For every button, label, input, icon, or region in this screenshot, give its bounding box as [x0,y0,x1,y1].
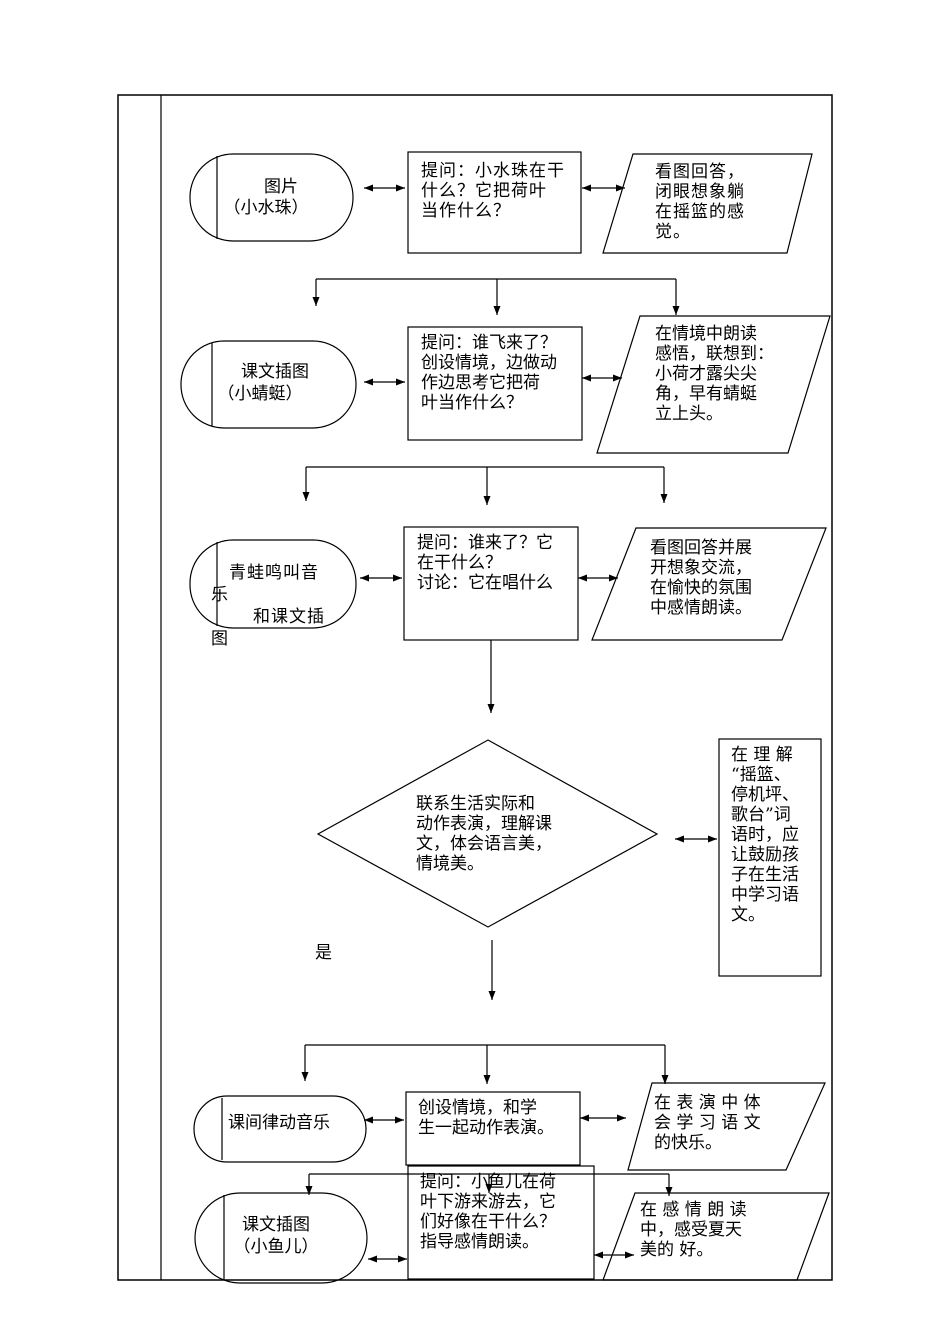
process-box-1 [407,151,582,254]
terminal-2-title: 课文插图 [241,362,309,382]
terminal-3-line1: 青蛙鸣叫音 [229,563,319,583]
table-frame [117,94,833,1281]
decision-text: 联系生活实际和 动作表演，理解课 文，体会语言美， 情境美。 [416,794,552,874]
io-box-2 [596,315,831,454]
decision-diamond [316,739,659,928]
io-1-text: 看图回答， 闭眼想象躺 在摇篮的感 觉。 [655,162,745,242]
process-1-text: 提问：小水珠在干 什么？它把荷叶 当作什么？ [421,161,565,221]
terminal-break-music [193,1095,367,1163]
terminal-5-title: 课文插图 [242,1215,310,1235]
io-box-1 [602,153,813,254]
io-3-text: 看图回答并展 开想象交流， 在愉快的氛围 中感情朗读。 [650,538,752,618]
process-box-5 [407,1165,595,1280]
terminal-illustration-dragonfly [180,340,357,429]
process-5-text: 提问：小鱼儿在荷 叶下游来游去，它 们好像在干什么？ 指导感情朗读。 [420,1172,556,1252]
io-2-text: 在情境中朗读 感悟，联想到： 小荷才露尖尖 角，早有蜻蜓 立上头。 [655,324,774,424]
io-box-5 [602,1192,830,1281]
decision-yes-label: 是 [315,943,332,963]
note-text: 在 理 解 “摇篮、 停机坪、 歌台”词 语时，应 让鼓励孩 子在生活 中学习语… [731,745,799,925]
terminal-frog-music [189,539,357,629]
terminal-3-line4: 图 [211,629,228,649]
process-box-2 [407,326,583,441]
terminal-5-subtitle: （小鱼儿） [233,1237,319,1257]
note-box [718,738,822,977]
process-3-text: 提问：谁来了？它 在干什么？ 讨论：它在唱什么 [417,533,553,593]
process-box-4 [405,1091,581,1166]
process-4-text: 创设情境，和学 生一起动作表演。 [418,1098,554,1138]
terminal-2-subtitle: （小蜻蜓） [217,384,303,404]
terminal-3-line2: 乐 [211,585,228,605]
terminal-picture-waterdrop [189,153,354,242]
terminal-3-line3: 和课文插 [253,607,325,627]
terminal-4-text: 课间律动音乐 [228,1113,330,1133]
terminal-illustration-fish [194,1192,368,1284]
io-box-3 [591,527,827,641]
io-box-4 [627,1082,826,1171]
io-5-text: 在 感 情 朗 读 中，感受夏天 美的 好。 [640,1200,747,1260]
process-2-text: 提问：谁飞来了？ 创设情境，边做动 作边思考它把荷 叶当作什么？ [421,333,557,413]
terminal-1-subtitle: （小水珠） [223,198,309,218]
io-4-text: 在 表 演 中 体 会 学 习 语 文 的快乐。 [654,1093,761,1153]
terminal-1-title: 图片 [264,177,298,197]
